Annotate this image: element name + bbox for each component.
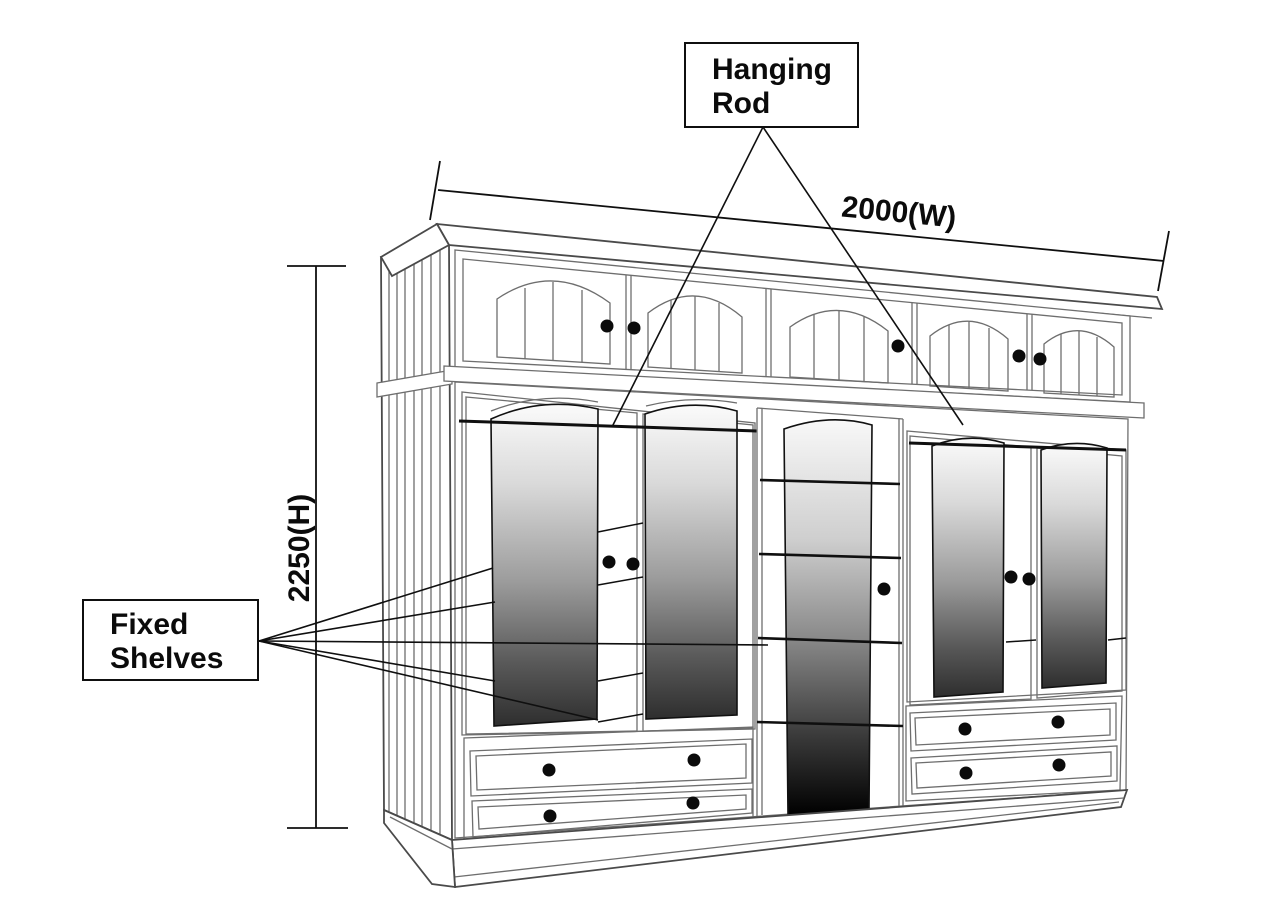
door-knob xyxy=(626,557,640,571)
hanging-rod-label-line2: Rod xyxy=(712,87,770,120)
fixed-shelf xyxy=(756,720,904,728)
mid-molding-band xyxy=(443,365,1145,419)
fixed-shelves-leaders xyxy=(258,567,769,721)
left-drawer-bank xyxy=(463,726,754,843)
side-molding-band xyxy=(376,369,453,398)
drawer xyxy=(471,788,753,838)
mirror-door-panel xyxy=(490,403,599,727)
right-wardrobe-bay xyxy=(906,430,1127,706)
drawer-knob xyxy=(687,753,701,767)
top-door-knobs xyxy=(600,319,1047,366)
drawer-knob xyxy=(959,766,973,780)
door-knob xyxy=(1033,352,1047,366)
width-dimension-line xyxy=(437,189,1165,262)
door-knob xyxy=(627,321,641,335)
plinth-base xyxy=(383,789,1129,889)
drawer xyxy=(469,738,753,797)
fixed-shelves-callout-box xyxy=(82,599,259,681)
top-door-dividers xyxy=(625,275,1033,391)
shelf-edge-segments-left xyxy=(597,522,644,723)
fixed-shelf xyxy=(757,636,903,645)
hanging-rod-label-line1: Hanging xyxy=(712,53,832,86)
door-knob xyxy=(877,582,891,596)
door-knob xyxy=(1022,572,1036,586)
center-mirror-panel xyxy=(783,419,873,816)
fixed-shelf-lines xyxy=(756,478,904,728)
door-knob xyxy=(602,555,616,569)
fixed-shelves-callout: Fixed Shelves xyxy=(82,567,769,721)
side-plank-lines xyxy=(388,245,441,835)
width-dimension-tick-right xyxy=(1157,230,1170,292)
fixed-shelves-label-line2: Shelves xyxy=(110,642,223,675)
shelf-edge-segments-right xyxy=(1005,637,1127,643)
drawer-knob xyxy=(543,809,557,823)
height-dimension-label: 2250(H) xyxy=(283,494,316,602)
mirror-door-panel xyxy=(931,437,1005,698)
drawer-knob xyxy=(958,722,972,736)
left-wardrobe-bay xyxy=(458,391,758,736)
hanging-rod-callout-box xyxy=(684,42,859,128)
fixed-shelf xyxy=(759,478,901,486)
drawer xyxy=(910,745,1118,795)
drawer-knob xyxy=(1051,715,1065,729)
hanging-rod-right xyxy=(908,441,1127,452)
top-cabinet-section xyxy=(454,249,1131,403)
door-knob xyxy=(891,339,905,353)
wardrobe-side-panel xyxy=(376,242,453,842)
fixed-shelf xyxy=(758,552,902,560)
hanging-rod-callout: Hanging Rod xyxy=(611,42,964,428)
drawer-knob xyxy=(686,796,700,810)
hanging-rod-left xyxy=(458,419,758,433)
hanging-rod-leader-left xyxy=(611,126,764,428)
hanging-rod-leader-right xyxy=(762,126,964,426)
drawer xyxy=(909,702,1117,752)
door-knob xyxy=(600,319,614,333)
center-shelf-column xyxy=(756,407,904,816)
door-knob xyxy=(1012,349,1026,363)
drawer-knob xyxy=(1052,758,1066,772)
door-knob xyxy=(1004,570,1018,584)
width-dimension-label: 2000(W) xyxy=(840,191,958,235)
height-dimension: 2250(H) xyxy=(283,265,348,829)
mirror-door-panel xyxy=(1040,442,1108,689)
drawer-knob xyxy=(542,763,556,777)
main-body-section xyxy=(454,381,1129,843)
width-dimension-tick-left xyxy=(429,160,441,221)
fixed-shelves-label-line1: Fixed xyxy=(110,608,188,641)
mirror-door-panel xyxy=(644,404,738,720)
